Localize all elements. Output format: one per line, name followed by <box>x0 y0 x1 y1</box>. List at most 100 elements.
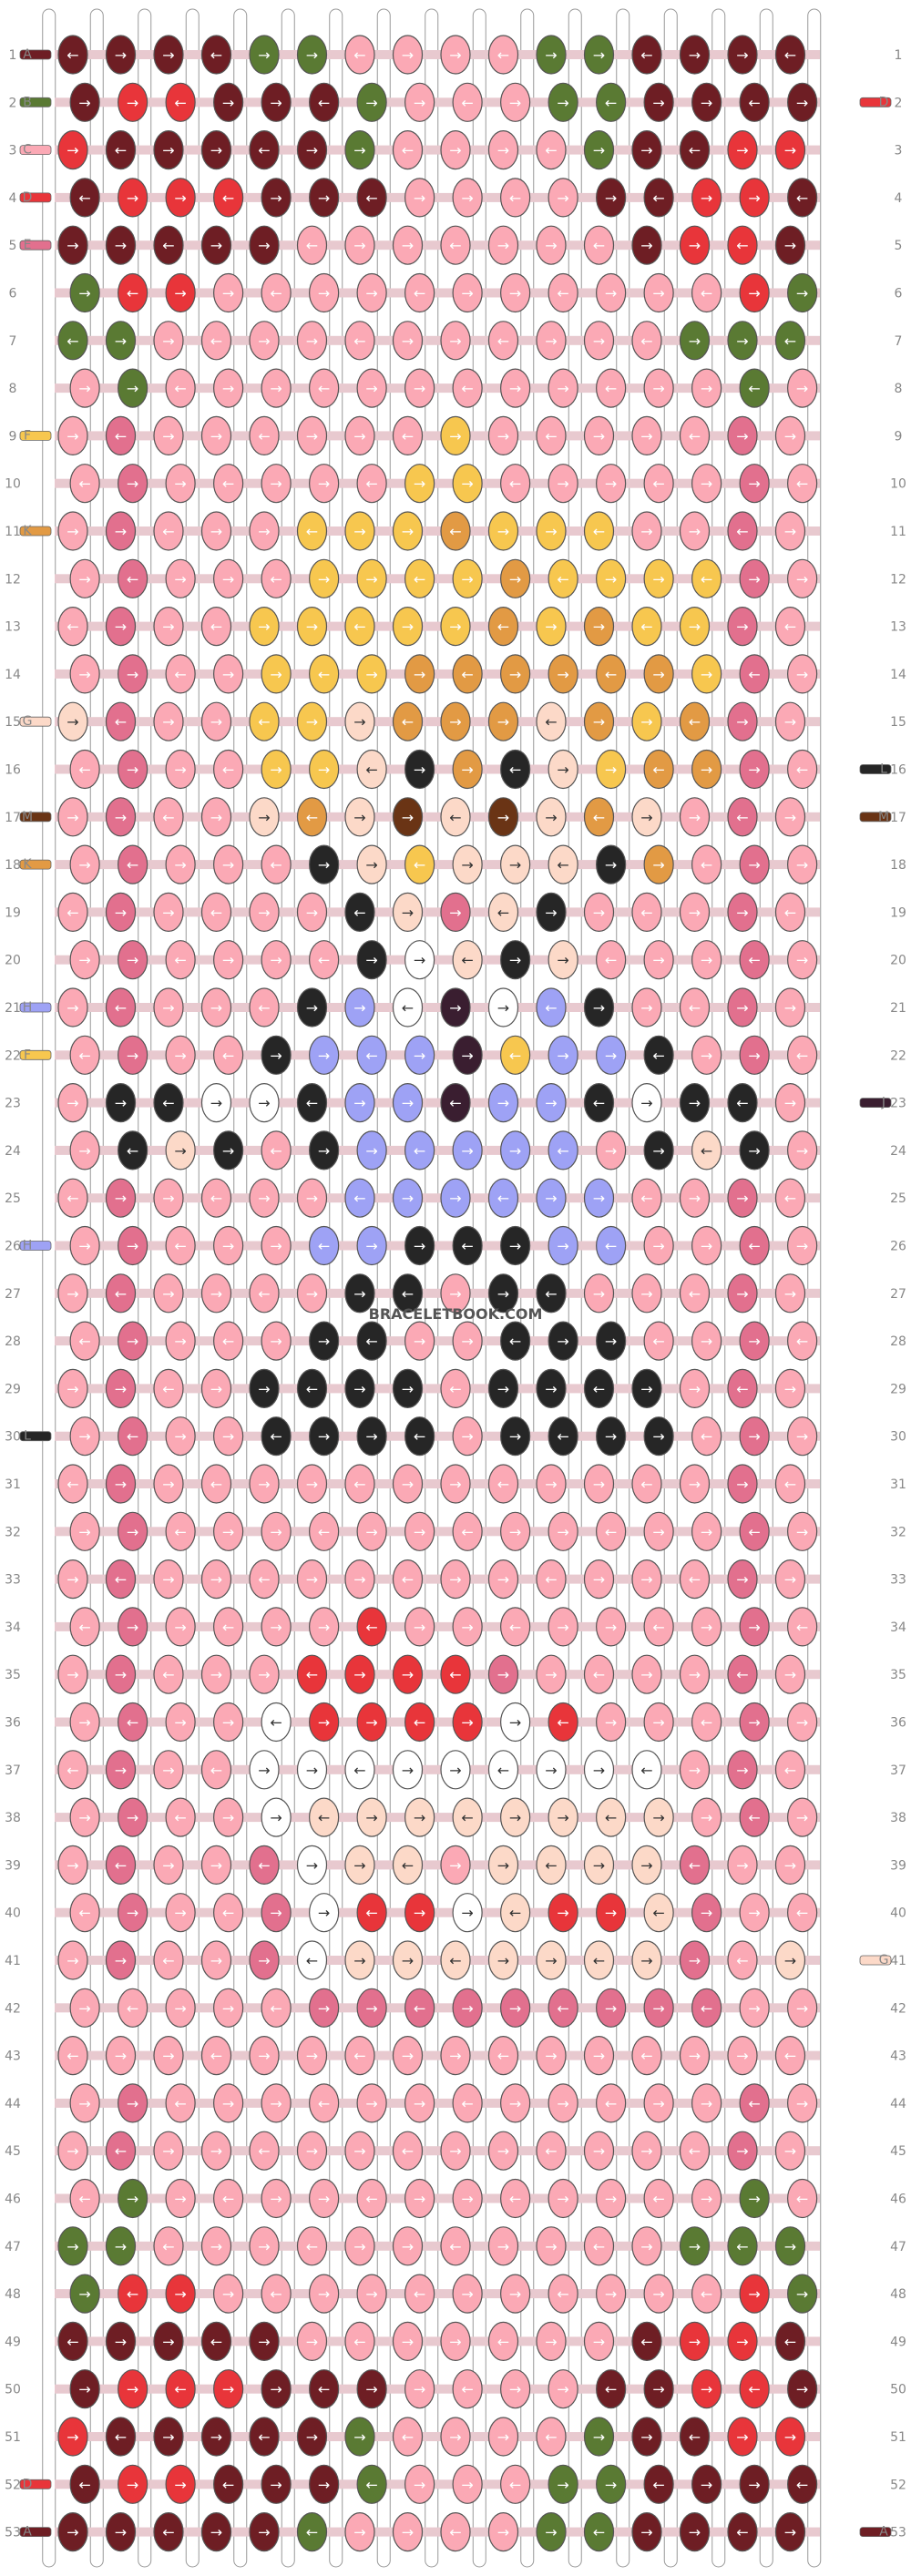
row-connector <box>55 50 820 59</box>
knot-arrow: → <box>640 1285 652 1303</box>
knot <box>500 2083 531 2123</box>
knot-arrow: ← <box>557 570 568 588</box>
knot <box>404 749 435 790</box>
knot-arrow: → <box>689 2524 701 2541</box>
knot-arrow: → <box>78 1714 90 1732</box>
knot-arrow: → <box>258 46 270 64</box>
knot <box>643 2083 674 2123</box>
knot-arrow: ← <box>258 427 270 445</box>
knot-arrow: → <box>306 1476 318 1493</box>
right-string-tab <box>859 97 892 107</box>
knot-arrow: → <box>258 2238 270 2255</box>
knot <box>452 82 483 122</box>
left-string-tab <box>19 2479 52 2489</box>
knot <box>309 1416 340 1457</box>
knot-arrow: → <box>115 1762 127 1779</box>
knot-arrow: → <box>784 2428 796 2446</box>
knot <box>739 1988 770 2028</box>
knot-arrow: → <box>701 2476 712 2493</box>
knot-arrow: → <box>353 237 365 254</box>
left-string-tab <box>19 240 52 250</box>
knot <box>487 701 519 741</box>
knot <box>500 1321 531 1361</box>
knot-arrow: ← <box>497 1762 509 1779</box>
knot-arrow: → <box>402 1666 414 1683</box>
knot-arrow: ← <box>78 2191 90 2208</box>
knot <box>296 2417 328 2457</box>
knot-arrow: → <box>689 1190 701 1207</box>
knot <box>643 1416 674 1457</box>
row-connector <box>55 2146 820 2156</box>
knot <box>105 1368 137 1409</box>
knot-arrow: → <box>689 2238 701 2255</box>
knot <box>249 1368 280 1409</box>
knot <box>404 82 435 122</box>
knot <box>200 1654 232 1694</box>
knot <box>727 1178 758 1218</box>
knot-arrow: → <box>127 380 138 397</box>
knot-arrow: → <box>353 1666 365 1683</box>
left-string-tab <box>19 859 52 870</box>
knot-arrow: ← <box>593 1666 605 1683</box>
knot <box>249 2036 280 2076</box>
knot-arrow: → <box>652 2381 664 2398</box>
knot-arrow: → <box>652 666 664 683</box>
knot <box>165 178 196 218</box>
knot-arrow: ← <box>318 94 330 111</box>
knot <box>404 2178 435 2219</box>
knot <box>536 415 567 455</box>
knot <box>787 368 818 408</box>
knot <box>727 1654 758 1694</box>
knot <box>739 2178 770 2219</box>
knot <box>213 368 244 408</box>
knot-arrow: → <box>127 952 138 969</box>
knot <box>643 464 674 504</box>
knot <box>249 1940 280 1980</box>
knot-arrow: ← <box>449 2524 461 2541</box>
knot <box>213 178 244 218</box>
knot <box>679 2321 711 2361</box>
row-connector <box>55 1479 820 1488</box>
knot-arrow: → <box>605 475 617 493</box>
row-number-right: 36 <box>890 1716 906 1731</box>
row-number-left: 36 <box>5 1716 21 1731</box>
knot <box>500 1607 531 1647</box>
knot <box>249 1654 280 1694</box>
knot-arrow: → <box>689 2333 701 2350</box>
knot <box>356 1416 387 1457</box>
knot-arrow: → <box>736 1762 748 1779</box>
row-connector <box>55 1670 820 1680</box>
knot <box>536 511 567 551</box>
knot <box>249 1845 280 1886</box>
knot-arrow: → <box>78 1809 90 1826</box>
knot-arrow: → <box>497 2428 509 2446</box>
knot-arrow: → <box>640 1571 652 1589</box>
knot-arrow: → <box>318 2476 330 2493</box>
knot-arrow: ← <box>353 1190 365 1207</box>
knot-arrow: → <box>545 1762 557 1779</box>
knot <box>631 2417 662 2457</box>
knot-arrow: → <box>365 856 377 874</box>
knot-arrow: → <box>210 1666 222 1683</box>
knot <box>440 321 471 361</box>
right-string-tab <box>859 764 892 774</box>
knot-arrow: ← <box>78 1047 90 1064</box>
knot-arrow: → <box>402 1095 414 1112</box>
knot <box>643 1607 674 1647</box>
knot <box>118 1035 148 1075</box>
row-connector <box>55 97 820 107</box>
knot-arrow: → <box>67 1571 78 1589</box>
knot <box>691 2464 722 2504</box>
knot-arrow: → <box>270 189 281 207</box>
knot-arrow: ← <box>784 46 796 64</box>
knot <box>500 178 531 218</box>
knot <box>165 1702 196 1743</box>
row-number-right: 44 <box>890 2097 906 2111</box>
row-connector <box>55 621 820 631</box>
knot <box>774 987 806 1027</box>
knot <box>643 1511 674 1551</box>
knot <box>69 2178 100 2219</box>
knot <box>727 1368 758 1409</box>
knot <box>296 1654 328 1694</box>
right-string-tab <box>859 2527 892 2538</box>
